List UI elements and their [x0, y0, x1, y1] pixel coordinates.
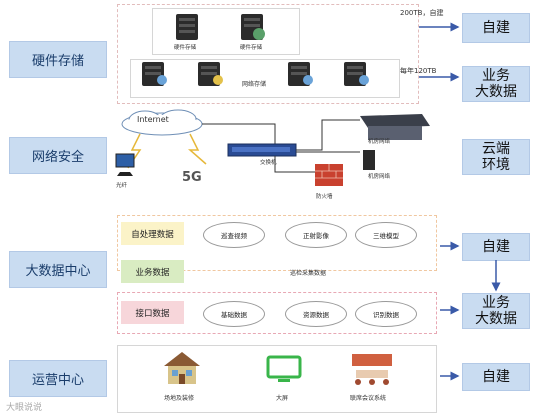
firewall-label: 防火墙: [316, 194, 333, 200]
net-storage-label: 网络存储: [242, 81, 267, 88]
collect-note: 巡检采集数据: [290, 270, 327, 277]
fiveg-label: 5G: [182, 170, 202, 185]
oval-recognition-data: 识别数据: [355, 301, 417, 327]
label-network-security: 网络安全: [9, 137, 107, 174]
server-icon: [241, 14, 265, 40]
oval-inspection-video: 巡查视频: [203, 222, 265, 248]
net-storage-servers: [142, 62, 369, 86]
server-icon: [344, 62, 369, 86]
server-icon: [363, 150, 375, 170]
watermark: 大眼说说: [6, 403, 43, 413]
box-business-bigdata-1: 业务 大数据: [462, 66, 530, 102]
room-network-label-2: 机房网络: [368, 174, 391, 180]
oval-ortho-image: 正射影像: [285, 222, 347, 248]
box-self-build-1: 自建: [462, 13, 530, 43]
switch-icon: [227, 143, 297, 157]
biz-data-tag: 业务数据: [121, 260, 184, 283]
terminal-label: 光纤: [116, 183, 128, 189]
server-icon: [142, 62, 167, 86]
screen-icon: [266, 355, 302, 382]
computer-icon: [115, 153, 135, 176]
hw-storage-label-1: 硬件存储: [174, 45, 197, 51]
self-data-tag: 自处理数据: [121, 222, 184, 245]
network-diagram: [121, 109, 430, 186]
oval-basic-data: 基础数据: [203, 301, 265, 327]
annual-note: 每年120TB: [400, 67, 437, 75]
meeting-label: 联席会议系统: [350, 395, 387, 402]
box-self-build-2: 自建: [462, 233, 530, 261]
house-icon: [164, 352, 200, 384]
meeting-icon: [352, 354, 392, 385]
box-cloud-env: 云端 环境: [462, 139, 530, 175]
capacity-note: 200TB，自建: [400, 9, 444, 17]
server-icon: [288, 62, 313, 86]
box-self-build-3: 自建: [462, 363, 530, 391]
switch-label: 交换机: [260, 160, 277, 166]
label-bigdata-center: 大数据中心: [9, 251, 107, 288]
iface-data-tag: 接口数据: [121, 301, 184, 324]
internet-label: Internet: [137, 115, 169, 124]
label-hardware-storage: 硬件存储: [9, 41, 107, 78]
label-operations-center: 运营中心: [9, 360, 107, 397]
oval-resource-data: 资源数据: [285, 301, 347, 327]
server-icon: [198, 62, 223, 86]
rack-icon: [360, 114, 430, 140]
server-icon: [176, 14, 198, 40]
site-label: 场地及装修: [164, 395, 195, 402]
cloud-icon: [121, 109, 203, 136]
firewall-icon: [315, 164, 343, 186]
box-business-bigdata-2: 业务 大数据: [462, 293, 530, 329]
hw-storage-label-2: 硬件存储: [240, 45, 263, 51]
screen-label: 大屏: [276, 395, 289, 402]
room-network-label: 机房网络: [368, 139, 391, 145]
oval-3d-model: 三维模型: [355, 222, 417, 248]
